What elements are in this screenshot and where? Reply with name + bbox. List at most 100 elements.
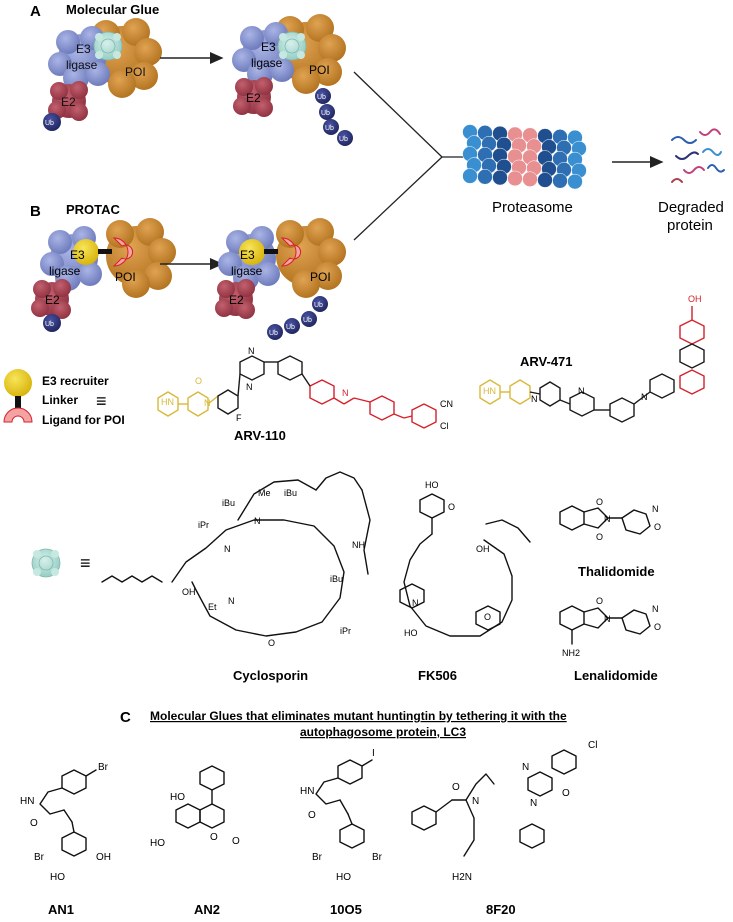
legend-linker: Linker xyxy=(42,393,78,407)
ub-label: Ub xyxy=(317,94,326,101)
e2-label: E2 xyxy=(45,293,60,307)
an2-atom: HO xyxy=(170,792,185,803)
cyclosporin-atom: iBu xyxy=(330,574,343,584)
e3-recruiter-icon xyxy=(73,239,99,265)
ub-label: Ub xyxy=(286,324,295,331)
arv471-label: ARV-471 xyxy=(520,354,573,369)
arv471-atom: HN xyxy=(483,386,496,396)
thalidomide-atom: N xyxy=(604,514,611,524)
proteasome-label: Proteasome xyxy=(492,199,573,216)
c1005-label: 10O5 xyxy=(330,902,362,917)
ub-icon xyxy=(315,88,331,104)
ligand-icon xyxy=(3,407,33,423)
thalidomide-atom: O xyxy=(596,497,603,507)
c1005-structure xyxy=(315,759,373,849)
proteasome-subunit xyxy=(552,173,568,189)
cyclosporin-atom: iPr xyxy=(340,626,351,636)
cyclosporin-atom: O xyxy=(268,638,275,648)
cyclosporin-atom: N xyxy=(254,516,261,526)
poi-label: POI xyxy=(125,65,146,79)
panel-b-title: PROTAC xyxy=(66,202,121,217)
e2-label: E2 xyxy=(229,293,244,307)
poi-label: POI xyxy=(310,270,331,284)
panel-b-right-complex: E3 ligase POI E2 Ub Ub Ub Ub xyxy=(215,218,346,340)
an1-label: AN1 xyxy=(48,902,74,917)
c1005-atom: Br xyxy=(372,852,383,863)
arv110-atom: Cl xyxy=(440,421,449,431)
arv110-atom: F xyxy=(236,413,242,423)
e3-label: E3 xyxy=(76,42,91,56)
ub-label: Ub xyxy=(314,302,323,309)
degraded-label-line1: Degraded xyxy=(658,199,724,216)
ub-icon xyxy=(323,119,339,135)
lenalidomide-structure xyxy=(559,605,651,645)
lenalidomide-atom: O xyxy=(654,622,661,632)
thalidomide-atom: N xyxy=(652,504,659,514)
an2-label: AN2 xyxy=(194,902,220,917)
proteasome-subunit xyxy=(522,171,538,187)
proteasome-subunit xyxy=(492,169,508,186)
lenalidomide-atom: N xyxy=(604,614,611,624)
legend-ligand: Ligand for POI xyxy=(42,413,125,427)
e3-label: E3 xyxy=(70,248,85,262)
fk506-atom: HO xyxy=(404,628,418,638)
fk506-atom: O xyxy=(448,502,455,512)
c8f20-label: 8F20 xyxy=(486,902,516,917)
c1005-atom: O xyxy=(308,810,316,821)
c8f20-atom: H2N xyxy=(452,872,472,883)
proteasome-subunit xyxy=(567,173,583,190)
proteasome-subunit xyxy=(507,170,523,187)
proteasome-subunit xyxy=(537,172,553,188)
an1-atom: Br xyxy=(98,762,109,773)
cyclosporin-label: Cyclosporin xyxy=(233,668,308,683)
ub-label: Ub xyxy=(339,136,348,143)
c8f20-atom: O xyxy=(452,782,460,793)
panel-c-title-line2: autophagosome protein, LC3 xyxy=(300,725,466,739)
an1-atom: HN xyxy=(20,796,34,807)
ligase-label: ligase xyxy=(231,264,263,278)
ub-label: Ub xyxy=(45,120,54,127)
ub-icon xyxy=(312,296,328,312)
lenalidomide-atom: NH2 xyxy=(562,648,580,658)
an2-atom: O xyxy=(232,836,240,847)
panel-c-title-line1: Molecular Glues that eliminates mutant h… xyxy=(150,709,567,723)
c1005-atom: HO xyxy=(336,872,351,883)
poi-blob xyxy=(276,218,346,298)
panel-a-letter: A xyxy=(30,3,41,20)
arv471-atom: N xyxy=(531,394,538,404)
c1005-atom: HN xyxy=(300,786,314,797)
an1-atom: O xyxy=(30,818,38,829)
molecular-glue-icon xyxy=(31,548,61,578)
arv110-atom: N xyxy=(248,346,255,356)
arv471-atom: N xyxy=(641,392,648,402)
lenalidomide-label: Lenalidomide xyxy=(574,668,658,683)
arv110-label: ARV-110 xyxy=(234,428,286,443)
degraded-label-line2: protein xyxy=(667,217,713,234)
arv471-structure xyxy=(479,306,705,423)
ub-icon xyxy=(301,311,317,327)
e3-recruiter-icon xyxy=(239,239,265,265)
arv471-atom: OH xyxy=(688,294,702,304)
c8f20-atom: N xyxy=(522,762,529,773)
cyclosporin-structure xyxy=(101,471,371,637)
ub-icon xyxy=(319,104,335,120)
c8f20-atom: N xyxy=(530,798,537,809)
c8f20-atom: O xyxy=(562,788,570,799)
e3-recruiter-icon xyxy=(4,369,32,397)
ub-icon xyxy=(267,324,283,340)
ligase-label: ligase xyxy=(66,58,98,72)
thalidomide-label: Thalidomide xyxy=(578,564,655,579)
thalidomide-atom: O xyxy=(654,522,661,532)
ligase-label: ligase xyxy=(49,264,81,278)
linker-icon xyxy=(15,396,21,409)
cyclosporin-atom: NH xyxy=(352,540,365,550)
ub-label: Ub xyxy=(303,317,312,324)
panel-b-left-complex: E3 ligase POI E2 Ub xyxy=(31,218,176,332)
cyclosporin-atom: OH xyxy=(182,587,196,597)
arv110-atom: N xyxy=(204,398,211,408)
linker-icon xyxy=(98,249,112,254)
thalidomide-structure xyxy=(559,505,651,535)
ub-label: Ub xyxy=(321,110,330,117)
ub-label: Ub xyxy=(269,330,278,337)
